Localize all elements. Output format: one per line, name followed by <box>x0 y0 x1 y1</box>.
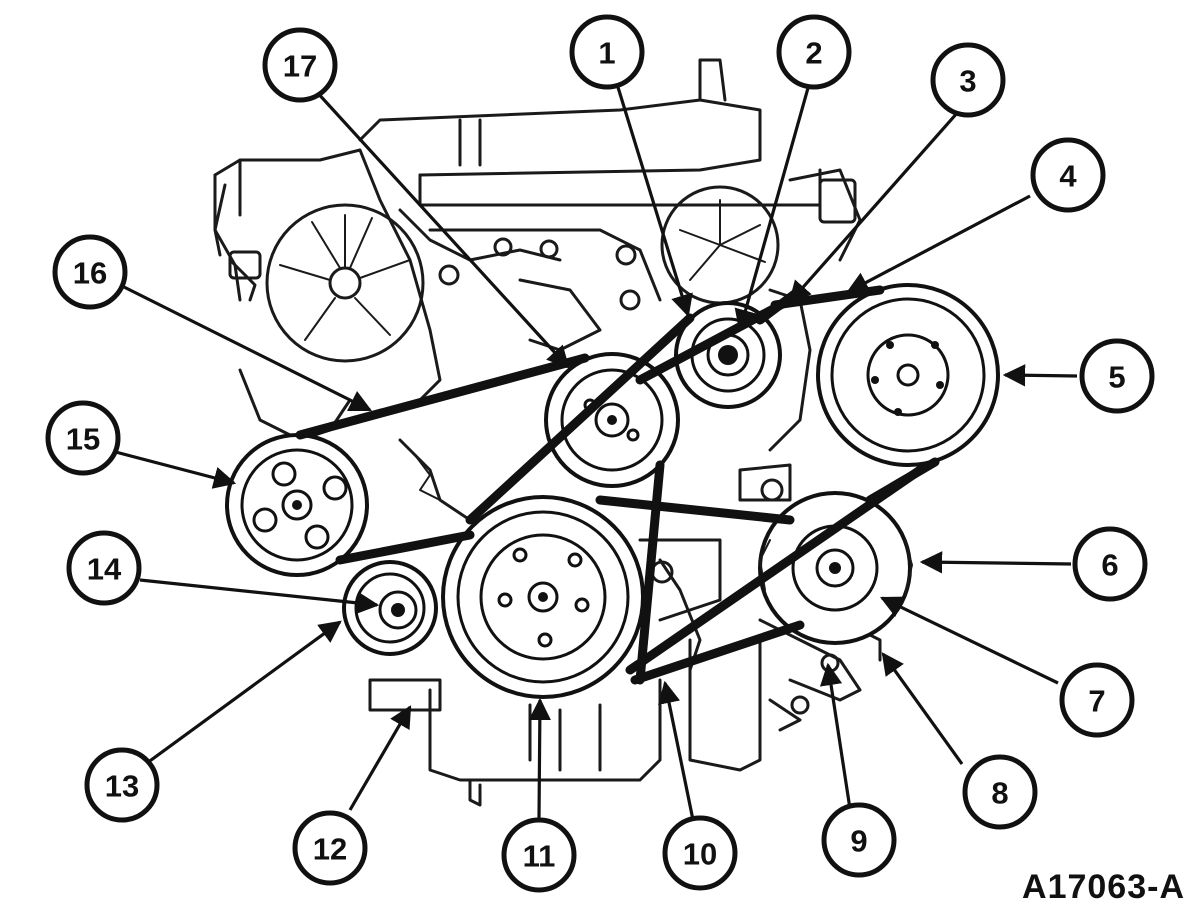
callout-12: 12 <box>292 810 368 886</box>
callout-16: 16 <box>52 234 128 310</box>
pulleys <box>225 283 1000 699</box>
callout-12-label: 12 <box>313 832 347 867</box>
callout-17: 17 <box>262 27 338 103</box>
callout-17-label: 17 <box>283 49 317 84</box>
callout-16-label: 16 <box>73 256 107 291</box>
callout-15-label: 15 <box>66 422 100 457</box>
pulley-idler-upper <box>544 352 680 488</box>
pulley-power-steering <box>225 433 369 577</box>
callout-6-label: 6 <box>1101 548 1118 583</box>
callout-13: 13 <box>84 747 160 823</box>
callout-10: 10 <box>662 815 738 891</box>
callout-7-label: 7 <box>1088 684 1105 719</box>
callout-1-label: 1 <box>598 36 615 71</box>
callout-11-label: 11 <box>523 839 556 874</box>
callout-4: 4 <box>1030 137 1106 213</box>
callout-9-label: 9 <box>850 824 867 859</box>
callout-5-label: 5 <box>1108 360 1125 395</box>
callout-4-label: 4 <box>1059 159 1077 194</box>
callout-6: 6 <box>1072 526 1148 602</box>
callout-13-label: 13 <box>105 769 139 804</box>
callout-9: 9 <box>821 802 897 878</box>
pulley-idler-lower <box>342 560 438 656</box>
callout-11: 11 <box>501 817 577 893</box>
drive-belts <box>295 285 940 685</box>
pulley-crankshaft <box>441 495 645 699</box>
callout-14-label: 14 <box>87 552 122 587</box>
leader-lines <box>107 83 1078 823</box>
pulley-water-pump <box>816 283 1000 467</box>
figure-id: A17063-A <box>1022 868 1185 906</box>
callout-1: 1 <box>569 14 645 90</box>
callout-7: 7 <box>1059 662 1135 738</box>
callout-3-label: 3 <box>959 64 976 99</box>
callout-15: 15 <box>45 400 121 476</box>
callout-10-label: 10 <box>683 837 717 872</box>
callout-8: 8 <box>962 754 1038 830</box>
callout-2-label: 2 <box>805 36 822 71</box>
callout-3: 3 <box>930 42 1006 118</box>
callout-8-label: 8 <box>991 776 1008 811</box>
callout-14: 14 <box>66 530 142 606</box>
callout-5: 5 <box>1079 338 1155 414</box>
callout-2: 2 <box>776 14 852 90</box>
